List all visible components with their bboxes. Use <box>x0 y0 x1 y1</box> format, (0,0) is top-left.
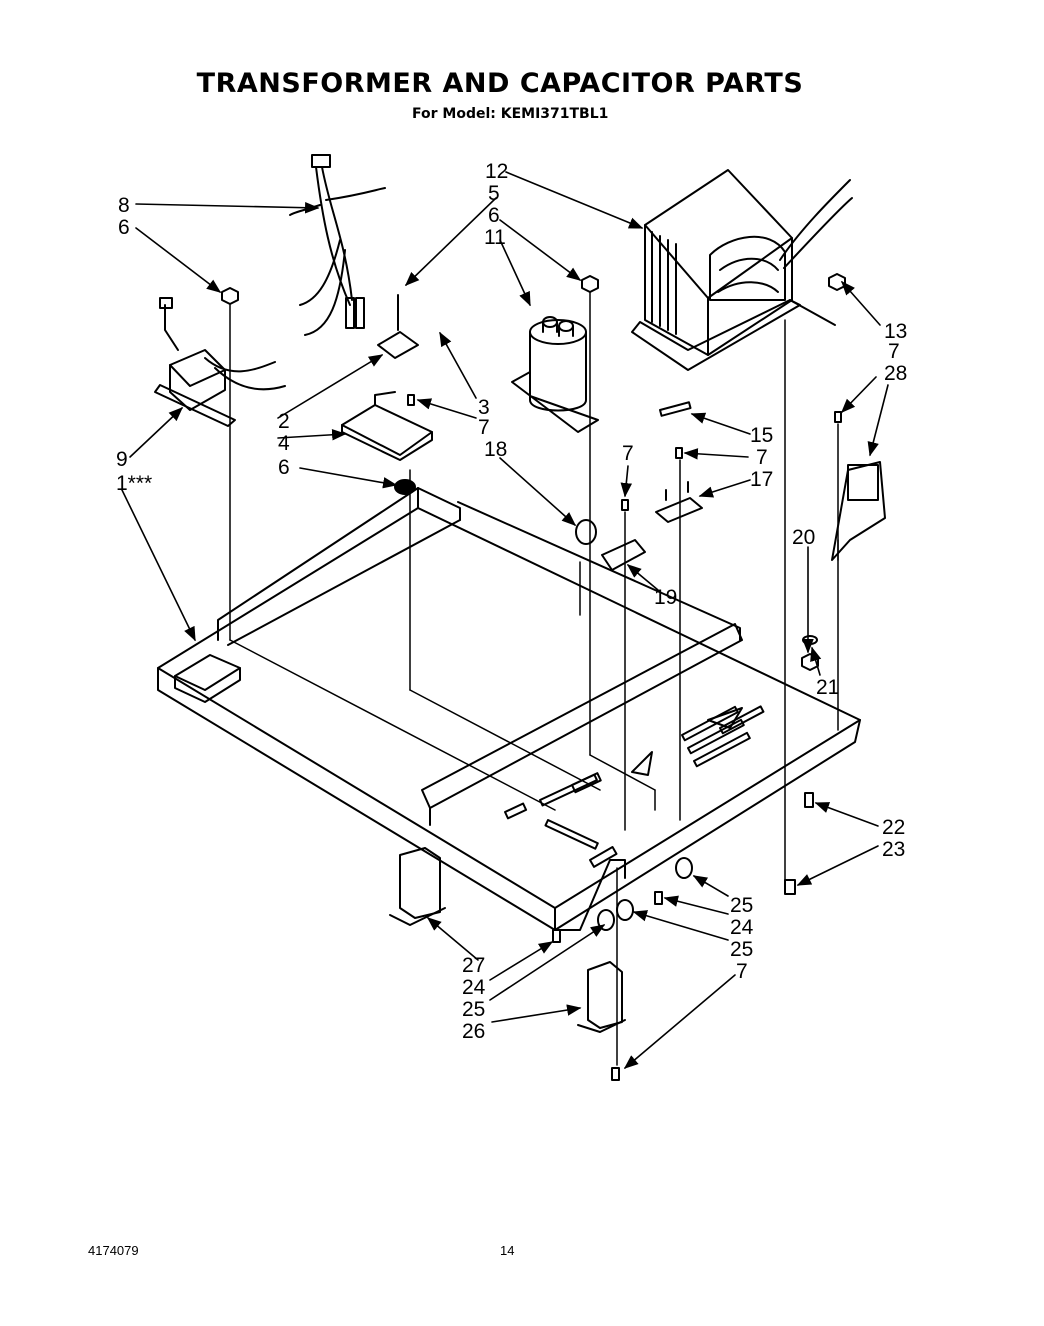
capacitor <box>511 316 599 433</box>
callout-22: 22 <box>882 816 905 839</box>
callout-27: 27 <box>462 954 485 977</box>
page-title: TRANSFORMER AND CAPACITOR PARTS <box>196 68 804 99</box>
callout-5: 5 <box>488 182 500 205</box>
callout-18: 18 <box>484 438 507 461</box>
callout-labels: 8 6 12 5 6 11 13 7 28 2 3 7 4 6 15 9 1**… <box>116 160 907 1043</box>
mounting-feet <box>389 847 693 1033</box>
callout-19: 19 <box>654 586 677 609</box>
callout-8: 8 <box>118 194 130 217</box>
page-number: 14 <box>500 1243 515 1258</box>
callout-21: 21 <box>816 676 839 699</box>
callout-13: 13 <box>884 320 907 343</box>
fuse-and-holders <box>575 401 886 571</box>
callout-9: 9 <box>116 448 128 471</box>
callout-12: 12 <box>485 160 508 183</box>
callout-26: 26 <box>462 1020 485 1043</box>
callout-1: 1*** <box>116 472 152 495</box>
filament-transformer <box>154 297 286 427</box>
callout-15: 15 <box>750 424 773 447</box>
callout-11: 11 <box>484 226 506 249</box>
leader-arrows <box>121 171 889 1069</box>
wire-harness <box>289 154 386 336</box>
document-number: 4174079 <box>88 1243 139 1258</box>
callout-7: 7 <box>478 416 490 439</box>
alignment-lines <box>229 291 839 1066</box>
callout-24: 24 <box>730 916 754 939</box>
callout-28: 28 <box>884 362 907 385</box>
callout-25: 25 <box>462 998 485 1021</box>
callout-7: 7 <box>736 960 748 983</box>
callout-7: 7 <box>622 442 634 465</box>
model-subtitle: For Model: KEMI371TBL1 <box>412 106 609 122</box>
callout-2: 2 <box>278 410 290 433</box>
callout-23: 23 <box>882 838 905 861</box>
callout-25: 25 <box>730 894 753 917</box>
callout-17: 17 <box>750 468 773 491</box>
callout-25: 25 <box>730 938 753 961</box>
transformer <box>631 169 853 371</box>
callout-6: 6 <box>278 456 290 479</box>
callout-6: 6 <box>118 216 130 239</box>
callout-7: 7 <box>756 446 768 469</box>
base-plate <box>157 487 861 931</box>
callout-6: 6 <box>488 204 500 227</box>
callout-24: 24 <box>462 976 486 999</box>
callout-7: 7 <box>888 340 900 363</box>
callout-4: 4 <box>278 432 290 455</box>
callout-20: 20 <box>792 526 815 549</box>
callout-3: 3 <box>478 396 490 419</box>
